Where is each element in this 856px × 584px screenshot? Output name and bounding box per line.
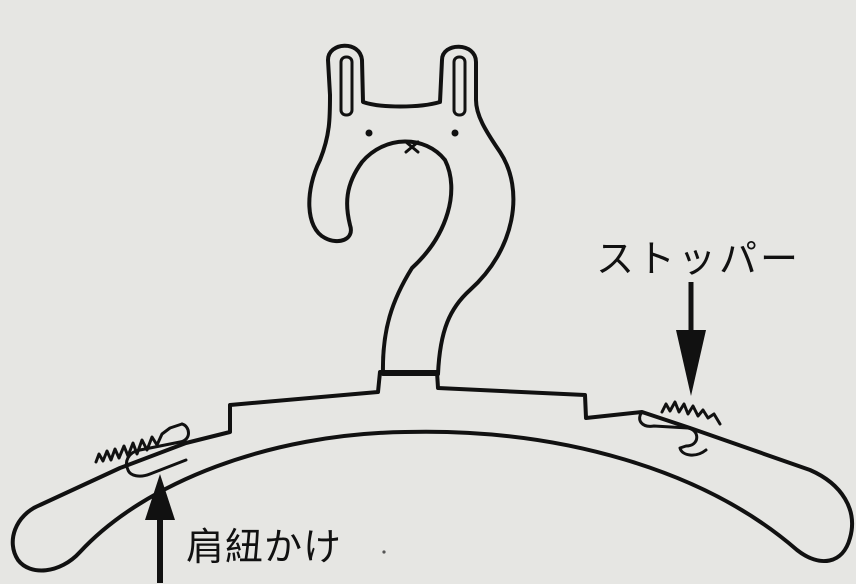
bunny-ears <box>339 55 467 117</box>
hook-neck <box>307 43 516 376</box>
right-ear-slot <box>452 55 467 117</box>
stopper-arrow <box>676 282 706 396</box>
hanger-body <box>10 370 854 573</box>
right-eye <box>451 129 459 137</box>
left-ear-slot <box>339 55 354 117</box>
strap-hook-label: 肩紐かけ <box>186 525 343 569</box>
strap-hook-arrow <box>145 474 175 583</box>
stopper-label: ストッパー <box>596 237 802 281</box>
bunny-face <box>365 129 459 154</box>
left-eye <box>365 129 373 137</box>
speck-mark <box>382 550 386 554</box>
strap-hook-left <box>94 422 190 478</box>
stopper-right <box>638 400 722 457</box>
bunny-mouth <box>404 140 420 154</box>
